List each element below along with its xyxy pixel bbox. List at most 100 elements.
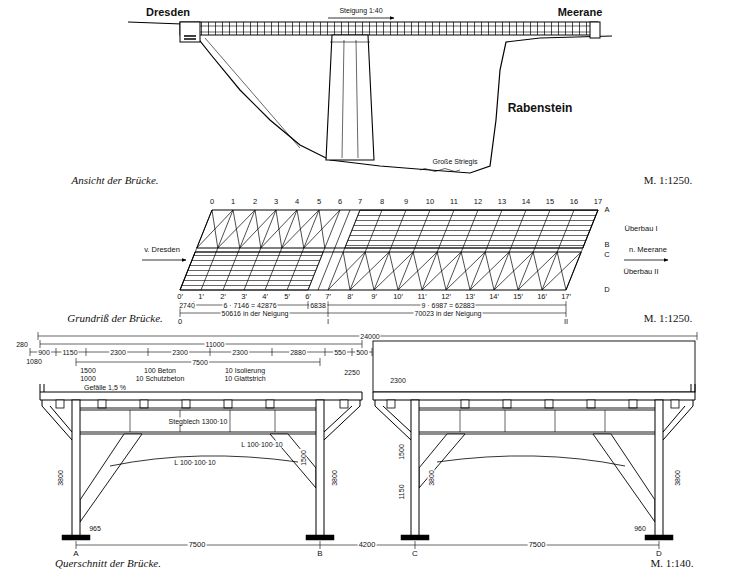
dimension-label: 3800 [331,469,338,487]
dimension-label: 100 Beton [143,367,177,374]
cross-girder [80,408,316,434]
dimension-label: 11000 [205,341,226,348]
lower-bracing [110,456,298,466]
drawing-part [140,400,148,408]
dimension-label: C [603,251,610,259]
dimension-label: 7500 [191,359,209,366]
elevation-view [128,18,612,173]
dimension-label: 7′ [324,293,332,301]
dimension-label: Steigung 1:40 [338,7,383,14]
dimension-label: 6 [337,198,343,206]
dimension-label: 6′ [304,293,312,301]
dimension-label: 5 [316,198,322,206]
drawing-part [340,400,348,408]
dimension-label: 2300 [109,349,127,356]
dimension-line [180,301,566,317]
slope-arrow [328,18,394,19]
deck-truss [180,22,598,35]
direction-arrow [624,260,668,261]
figure-caption: Ansicht der Brücke. [70,175,159,186]
drawing-part [182,400,190,408]
slope-line [205,38,300,148]
plan-view [142,210,668,317]
frame-half [373,384,695,540]
dimension-label: I [326,318,330,326]
girder-stiffeners [130,410,275,432]
dimension-label: 7 [357,198,363,206]
dimension-label: L 100·100·10 [173,459,216,466]
dimension-label: 1150 [61,349,78,356]
frame-leg [80,434,142,522]
dimension-label: A [603,206,610,214]
base-plate [62,535,90,540]
dimension-label: 0 [177,318,183,326]
dimension-label: 13 [497,198,507,206]
dimension-label: 10′ [392,293,404,301]
cantilever-bracket [324,400,360,440]
place-name: Meerane [557,7,604,18]
base-plate [306,535,334,540]
place-name: Rabenstein [507,102,574,114]
dimension-label: 3 [273,198,279,206]
dimension-label: 900 [37,349,51,356]
dimension-label: 1150 [398,483,405,500]
abutment-detail [184,36,196,39]
abutment [590,22,600,38]
cross-girders [180,210,598,290]
dimension-label: 50616 in der Neigung [221,310,290,317]
dimension-label: 10 Isolierung [224,367,266,374]
dimension-label: 24000 [359,333,380,340]
abutment [180,22,200,42]
figure-caption: Grundriß der Brücke. [66,313,164,324]
dimension-label: 10 Glattstrich [223,375,266,382]
dimension-label: Gefälle 1,5 % [83,384,127,391]
grid-area [345,210,598,248]
deck-slab [40,392,362,400]
dimension-label: 13′ [464,293,476,301]
river [420,169,460,172]
railing-elevation [373,341,695,392]
dimension-label: n. Meerane [628,246,668,254]
dimension-label: 1′ [197,293,205,301]
dimension-label: 12′ [440,293,452,301]
dimension-label: Stegblech 1300·10 [168,418,229,425]
dimension-label: 2250 [343,369,361,376]
dimension-label: 4′ [261,293,269,301]
dimension-label: v. Dresden [143,246,181,254]
railing-post [40,384,44,392]
dimension-label: 2300 [171,349,189,356]
pier-detail [330,40,370,158]
direction-arrow [142,260,186,261]
place-name: Dresden [145,7,191,18]
dimension-label: 2880 [289,349,307,356]
dimension-label: 500 [355,349,369,356]
dimension-label: 5′ [283,293,291,301]
dimension-label: 4 [294,198,300,206]
dimension-label: Große Striegis [431,158,478,165]
dimension-label: 7500 [188,541,207,549]
dimension-label: 6 · 7146 = 42876 [222,302,277,309]
pier [326,35,374,160]
dimension-label: L 100·100·10 [240,441,283,448]
drawing-part [98,400,106,408]
dimension-label: 550 [333,349,347,356]
dimension-label: 14′ [488,293,500,301]
dimension-label: 15′ [512,293,524,301]
dimension-label: 9 · 6987 = 62883 [420,302,475,309]
dimension-label: 3800 [674,469,681,487]
dimension-label: 9′ [370,293,378,301]
dimension-label: 3′ [240,293,248,301]
figure-caption: Querschnitt der Brücke. [54,558,162,569]
dimension-label: 2740 [178,302,196,309]
wind-bracing [328,252,581,290]
dimension-label: 8 [379,198,385,206]
scale-note: M. 1:140. [649,558,694,569]
dimension-label: 1000 [79,375,97,382]
dimension-label: 12 [473,198,483,206]
dimension-label: 1 [230,198,236,206]
scale-note: M. 1:1250. [643,313,694,324]
dimension-label: 960 [633,525,647,532]
dimension-label: 17′ [560,293,572,301]
